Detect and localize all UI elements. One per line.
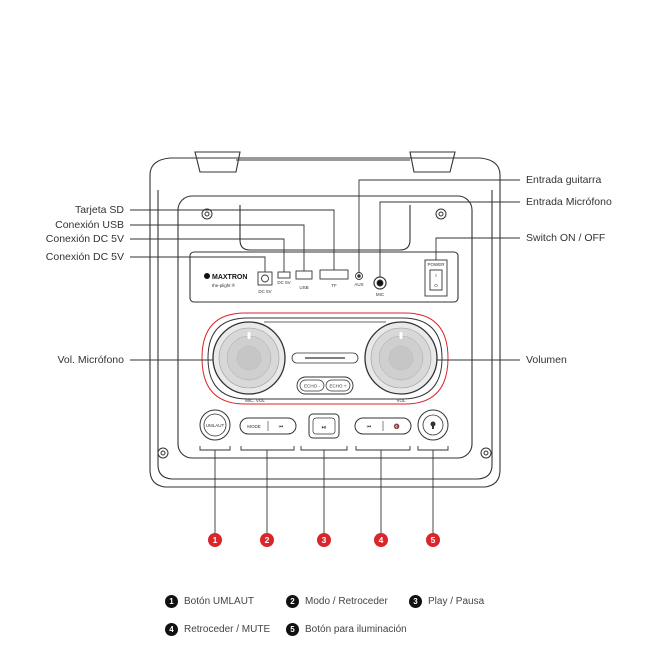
legend-text-1: Botón UMLAUT [184, 596, 255, 607]
legend-item-3: 3 Play / Pausa [409, 595, 484, 608]
label-entrada-microfono: Entrada Micrófono [526, 196, 612, 208]
light-button[interactable] [417, 409, 449, 441]
port-labels: DC 5V DC 5V USB TF AUX MIC POWER I O [258, 262, 445, 297]
prev-track-icon: ⏮ [279, 424, 284, 430]
callout-4: 4 [374, 533, 388, 547]
svg-text:ECHO -: ECHO - [304, 384, 320, 389]
screws [157, 208, 492, 459]
callout-3: 3 [317, 533, 331, 547]
callout-2: 2 [260, 533, 274, 547]
legend-text-3: Play / Pausa [428, 596, 485, 607]
legend-item-1: 1 Botón UMLAUT [165, 595, 254, 608]
svg-text:I: I [435, 273, 436, 278]
play-pause-button[interactable]: ⏯ [308, 413, 340, 439]
svg-text:the-plight ®: the-plight ® [212, 282, 236, 288]
legend-text-5: Botón para iluminación [305, 624, 407, 635]
mode-prev-button[interactable]: MODE ⏮ [239, 417, 297, 435]
label-vol-microfono: Vol. Micrófono [57, 354, 124, 366]
legend-item-5: 5 Botón para iluminación [286, 623, 407, 636]
svg-text:MIC: MIC [376, 292, 385, 297]
svg-text:MIC. VOL: MIC. VOL [245, 398, 265, 403]
svg-text:MAXTRON: MAXTRON [212, 274, 247, 281]
svg-text:TF: TF [331, 283, 337, 288]
speaker-body [149, 151, 501, 488]
rewind-icon: ⏮ [367, 424, 372, 430]
ports [257, 259, 448, 297]
knob-section [201, 312, 449, 405]
label-volumen: Volumen [526, 354, 567, 366]
svg-text:UMLAUT: UMLAUT [206, 423, 225, 428]
mic-volume-knob[interactable] [212, 321, 286, 395]
play-pause-icon: ⏯ [322, 425, 327, 431]
knob-labels: MIC. VOL VOL [245, 398, 406, 403]
callout-1: 1 [208, 533, 222, 547]
svg-text:MODE: MODE [247, 424, 261, 429]
svg-text:DC 5V: DC 5V [277, 280, 290, 285]
svg-text:O: O [434, 283, 438, 288]
echo-buttons[interactable]: ECHO - ECHO + [296, 376, 354, 395]
prev-mute-button[interactable]: ⏮ 🔇 [354, 417, 412, 435]
legend-num-3: 3 [409, 595, 422, 608]
legend-num-5: 5 [286, 623, 299, 636]
legend-text-2: Modo / Retroceder [305, 596, 388, 607]
leader-lines [130, 179, 520, 533]
legend-item-4: 4 Retroceder / MUTE [165, 623, 270, 636]
callout-5: 5 [426, 533, 440, 547]
label-tarjeta-sd: Tarjeta SD [74, 204, 124, 216]
legend-num-4: 4 [165, 623, 178, 636]
legend-text-4: Retroceder / MUTE [184, 624, 271, 635]
label-entrada-guitarra: Entrada guitarra [526, 174, 602, 186]
svg-text:USB: USB [299, 285, 308, 290]
brand-logo: MAXTRON the-plight ® [204, 273, 247, 288]
svg-text:AUX: AUX [354, 282, 363, 287]
svg-text:DC 5V: DC 5V [258, 289, 271, 294]
mute-icon: 🔇 [394, 423, 400, 430]
volume-knob[interactable] [364, 321, 438, 395]
legend-num-1: 1 [165, 595, 178, 608]
label-conexion-dc5v-2: Conexión DC 5V [45, 251, 124, 263]
svg-text:ECHO +: ECHO + [330, 384, 347, 389]
umlaut-button[interactable]: UMLAUT [199, 409, 231, 441]
label-conexion-usb: Conexión USB [55, 219, 124, 231]
svg-text:VOL: VOL [396, 398, 406, 403]
light-bulb-icon [430, 421, 436, 427]
legend-num-2: 2 [286, 595, 299, 608]
label-switch-on-off: Switch ON / OFF [526, 232, 606, 244]
legend-item-2: 2 Modo / Retroceder [286, 595, 388, 608]
label-conexion-dc5v-1: Conexión DC 5V [45, 233, 124, 245]
svg-text:POWER: POWER [427, 262, 445, 267]
